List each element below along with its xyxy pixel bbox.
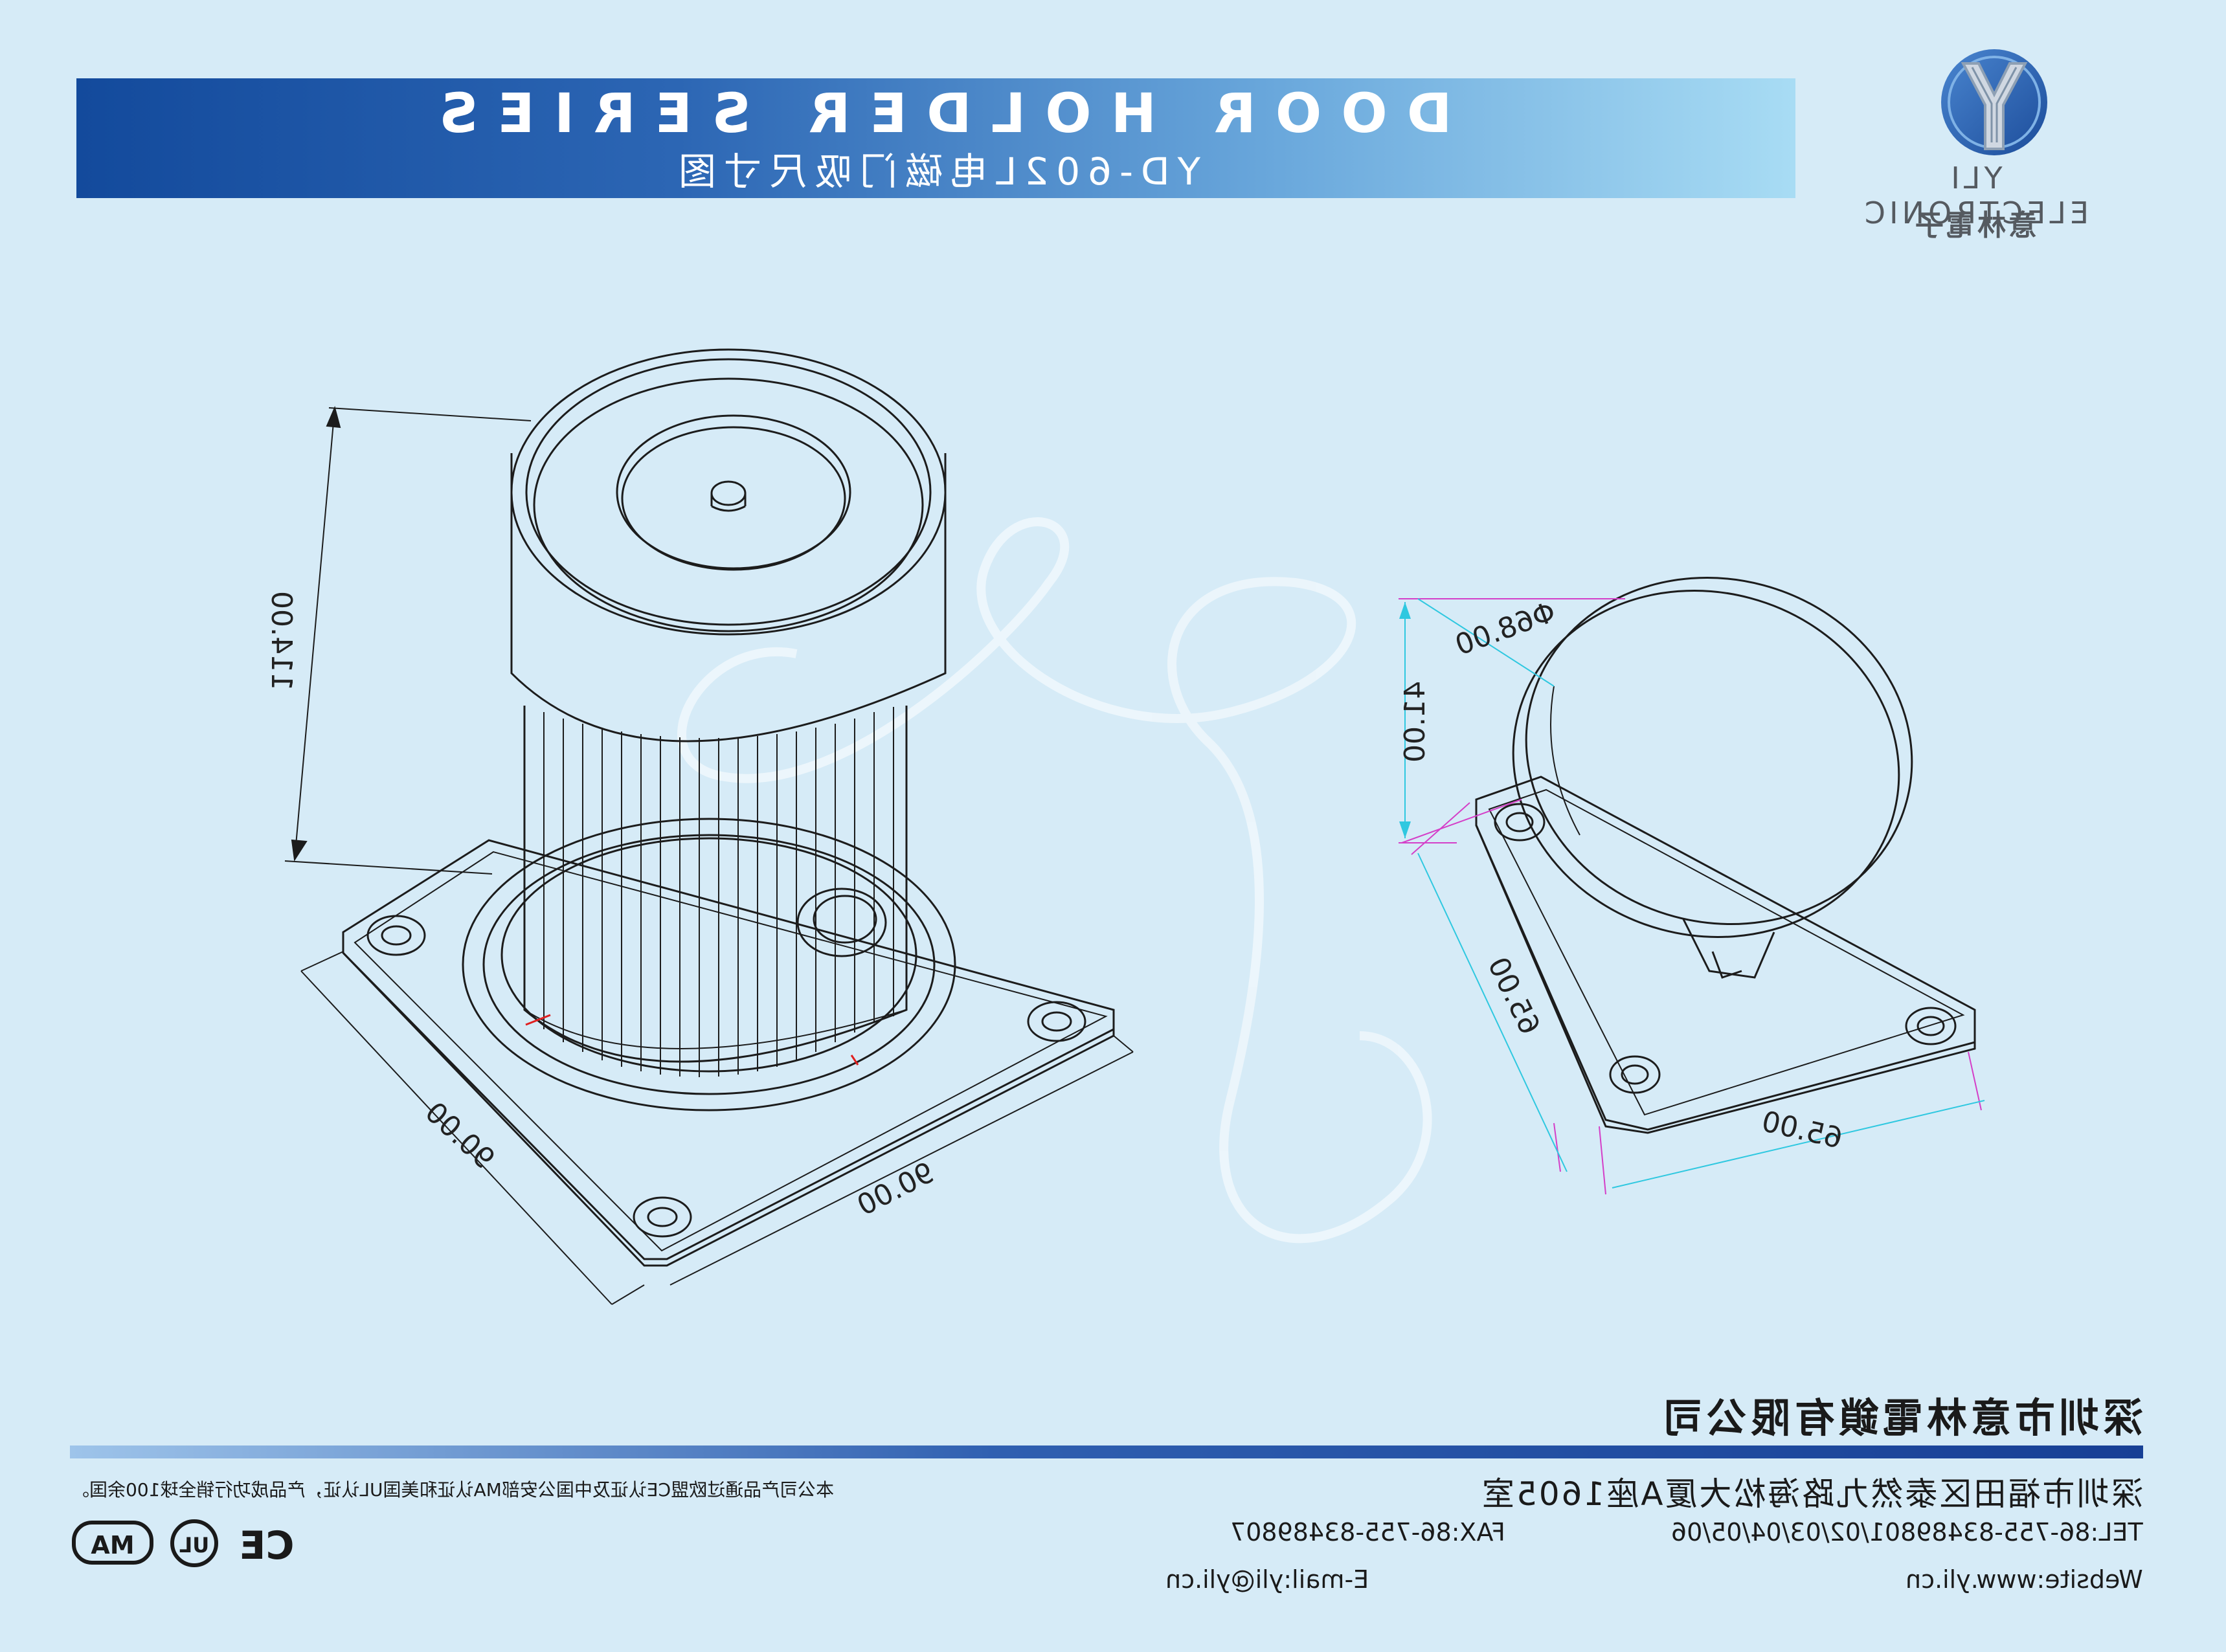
certification-logos: MA UL CE: [72, 1519, 295, 1568]
ce-cert-icon: CE: [239, 1523, 294, 1568]
upper-housing: [510, 348, 947, 742]
watermark-icon: [677, 517, 1432, 1244]
fax-number: FAX:86-755-83489807: [1230, 1518, 1505, 1546]
dim-height-114: 114.00: [265, 591, 298, 691]
dim-side-65-bottom: 65.00: [1759, 1105, 1845, 1155]
footer-band: [70, 1446, 2143, 1458]
cable-port-icon: [796, 887, 887, 957]
header-band: [76, 78, 1795, 198]
company-name: 深圳市意林電鎖有限公司: [1658, 1394, 2143, 1442]
company-logo-icon: [1941, 49, 2047, 155]
left-drawing: [342, 348, 1115, 1267]
right-drawing: [1475, 577, 1976, 1134]
dim-width-90-left: 90.00: [418, 1096, 500, 1176]
certification-note: 本公司产品通过欧盟CE认证及中国公安部MA认证和美国UL认证，产品成功行销全球1…: [71, 1479, 835, 1501]
svg-text:UL: UL: [179, 1533, 209, 1557]
svg-text:MA: MA: [91, 1531, 135, 1559]
ribbed-body: [523, 706, 908, 1077]
dim-width-90-right: 90.00: [852, 1156, 939, 1223]
company-address: 深圳市福田区泰然九路海松大厦A座1605室: [1479, 1475, 2143, 1513]
right-dimensions: [1399, 598, 1985, 1195]
center-pin-icon: [710, 480, 747, 506]
mounting-hole-icon: [366, 915, 1086, 1238]
left-dimensions: [284, 405, 1134, 1305]
base-plate: [342, 839, 1115, 1267]
ma-cert-icon: MA: [72, 1521, 153, 1565]
email-link[interactable]: E-mail:yli@yli.cn: [1165, 1565, 1369, 1594]
dim-diameter-68: Φ68.00: [1451, 596, 1560, 662]
ul-cert-icon: UL: [170, 1519, 218, 1567]
plate-hole-icon: [1494, 803, 1957, 1094]
svg-text:CE: CE: [239, 1523, 294, 1568]
dim-height-41: 41.00: [1399, 681, 1432, 763]
